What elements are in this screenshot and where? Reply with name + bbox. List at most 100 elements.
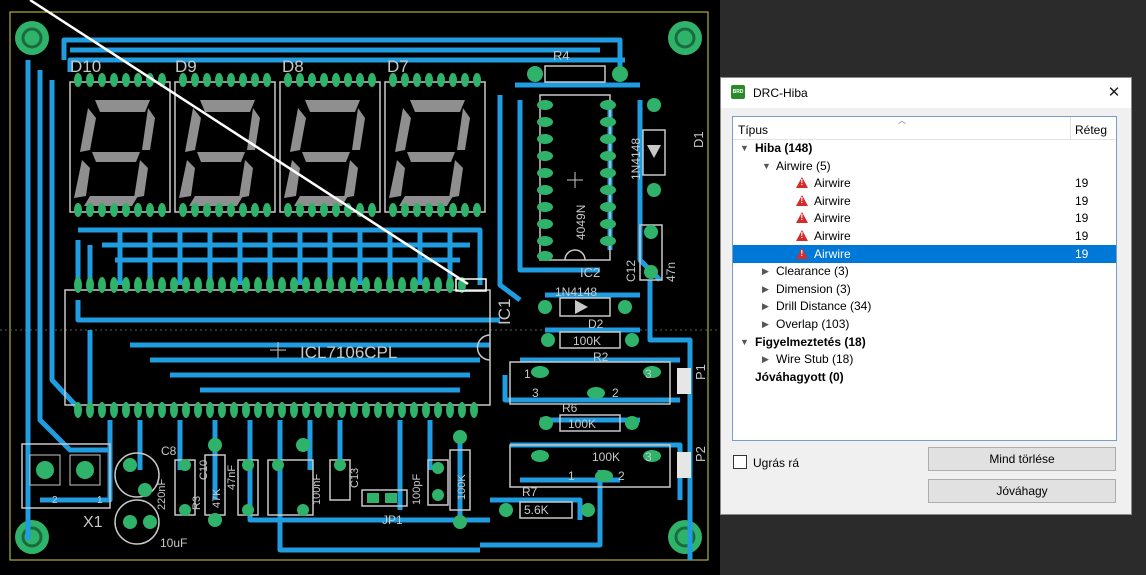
drc-error-item[interactable]: Airwire 19 [733,244,1116,263]
cap-47nf-value: 47nF [226,465,238,490]
capacitor-100nf: 100nF [267,438,323,516]
ic-part-label: ICL7106CPL [300,343,397,362]
d2-part-label: 1N4148 [555,285,597,299]
pin-label: 3 [645,367,652,381]
row-label: Wire Stub (18) [776,352,854,367]
ic-icl7106: ICL7106CPL IC1 [64,289,514,406]
connector-x1: 2 1 X1 [21,443,111,531]
resistor-r4: R4 [527,48,628,83]
x1-label: X1 [83,514,103,531]
drc-category-row[interactable]: ▶Dimension (3) [733,280,1116,298]
row-layer: 19 [1075,176,1089,191]
row-label: Clearance (3) [776,264,849,279]
r3-label: R3 [191,496,203,510]
pin-label: 2 [618,469,625,483]
column-header-layer[interactable]: Réteg [1075,123,1108,137]
expand-arrow-icon[interactable]: ▼ [762,160,771,171]
error-warning-icon [796,247,808,259]
expand-arrow-icon[interactable]: ▼ [740,336,749,347]
row-layer: 19 [1075,229,1089,243]
jump-to-checkbox[interactable]: Ugrás rá [733,455,799,470]
pin-label: 3 [532,386,539,400]
drc-category-row[interactable]: ▶ Clearance (3) [733,262,1116,280]
trimmer-p1: 1 3 2 3 P1 [509,361,708,405]
collapse-arrow-icon[interactable]: ▶ [762,266,769,277]
drc-category-row[interactable]: ▼Figyelmeztetés (18) [733,333,1116,351]
r7-value: 5.6K [524,503,549,517]
collapse-arrow-icon[interactable]: ▶ [762,301,769,312]
row-label: Overlap (103) [776,317,850,331]
pin-label: 1 [568,469,575,483]
column-header-type[interactable]: Típus [738,123,769,137]
c13-label: C13 [349,468,361,488]
drc-category-row[interactable]: ▶ Wire Stub (18) [733,350,1116,368]
row-label: Airwire [814,211,851,226]
diode-d1: 1N4148 D1 [629,98,706,197]
clear-all-button[interactable]: Mind törlése [928,447,1116,471]
d2-ref-label: D2 [588,317,604,331]
row-label: Airwire [814,193,851,208]
ic2-part-label: 4049N [574,205,588,240]
cap-100nf-value: 100nF [311,474,323,505]
c12-value: 47n [664,262,678,282]
row-layer: 19 [1075,246,1089,261]
collapse-arrow-icon[interactable]: ▶ [762,354,769,365]
drc-category-row[interactable]: ▶ Overlap (103) [733,315,1116,333]
dialog-titlebar[interactable]: BRD DRC-Hiba ✕ [721,78,1131,108]
row-layer: 19 [1075,193,1089,208]
capacitor-47nf: 47nF [226,459,259,516]
close-button[interactable]: ✕ [1107,84,1121,101]
c8-label: C8 [161,444,177,458]
error-warning-icon [796,212,808,224]
drc-category-row[interactable]: Jóváhagyott (0) [733,368,1116,386]
display-digit-d9: D9 [174,57,276,213]
row-label: Airwire [814,246,851,261]
c8-value: 220nF [156,479,168,510]
approve-button[interactable]: Jóváhagy [928,479,1116,503]
jp1-label: JP1 [382,513,403,527]
r-100k-value: 100K [456,474,468,500]
board-outline [9,11,709,561]
row-label: Drill Distance (34) [776,299,872,314]
ic2-pads [537,100,616,261]
d1-part-label: 1N4148 [629,138,643,180]
capacitor-c8: C8 220nF [114,444,177,510]
pcb-canvas[interactable]: D10 D9 D8 D7 ICL7106CPL IC1 [0,0,720,575]
r3-value: 47K [211,488,223,508]
checkbox-box[interactable] [733,455,747,469]
display-label: D9 [175,57,197,76]
airwire-highlight[interactable] [29,0,469,286]
r6-value: 100K [568,417,596,431]
row-label: Airwire [814,229,851,243]
drc-category-row[interactable]: ▼Hiba (148) [733,139,1116,157]
mounting-hole [668,520,702,554]
x1-pin-label: 1 [97,495,103,506]
c12-label: C12 [624,260,638,282]
drc-error-item[interactable]: Airwire 19 [733,227,1116,245]
r7-ref-label: R7 [522,485,538,499]
resistor-r7: 5.6K R7 [499,485,595,519]
capacitor-c13: C13 [329,459,361,501]
expand-arrow-icon[interactable]: ▼ [740,143,749,153]
drc-error-item[interactable]: Airwire 19 [733,209,1116,227]
d1-ref-label: D1 [691,131,706,148]
r6-ref-label: R6 [562,401,578,415]
ic-pads [74,277,478,418]
drc-category-row[interactable]: ▶ Drill Distance (34) [733,297,1116,315]
trimmer-p2: 100K 3 1 2 P2 [509,444,708,488]
collapse-arrow-icon[interactable]: ▶ [762,319,769,329]
r2-value: 100K [573,334,601,348]
display-digit-d7: D7 [384,57,486,213]
ic-ref-label: IC1 [495,299,514,325]
display-digit-d8: D8 [279,57,381,213]
row-layer: 19 [1075,211,1089,226]
collapse-arrow-icon[interactable]: ▶ [762,283,769,294]
mounting-hole [15,21,49,55]
drc-error-tree[interactable]: ︿ Típus Réteg ▼Hiba (148)▼Airwire (5)Air… [732,116,1117,441]
dialog-title: DRC-Hiba [753,86,808,100]
jumper-jp1: JP1 [361,489,408,527]
drc-category-row[interactable]: ▼Airwire (5) [733,157,1116,175]
diode-d2: 1N4148 D2 [538,285,632,331]
drc-error-item[interactable]: Airwire 19 [733,192,1116,210]
